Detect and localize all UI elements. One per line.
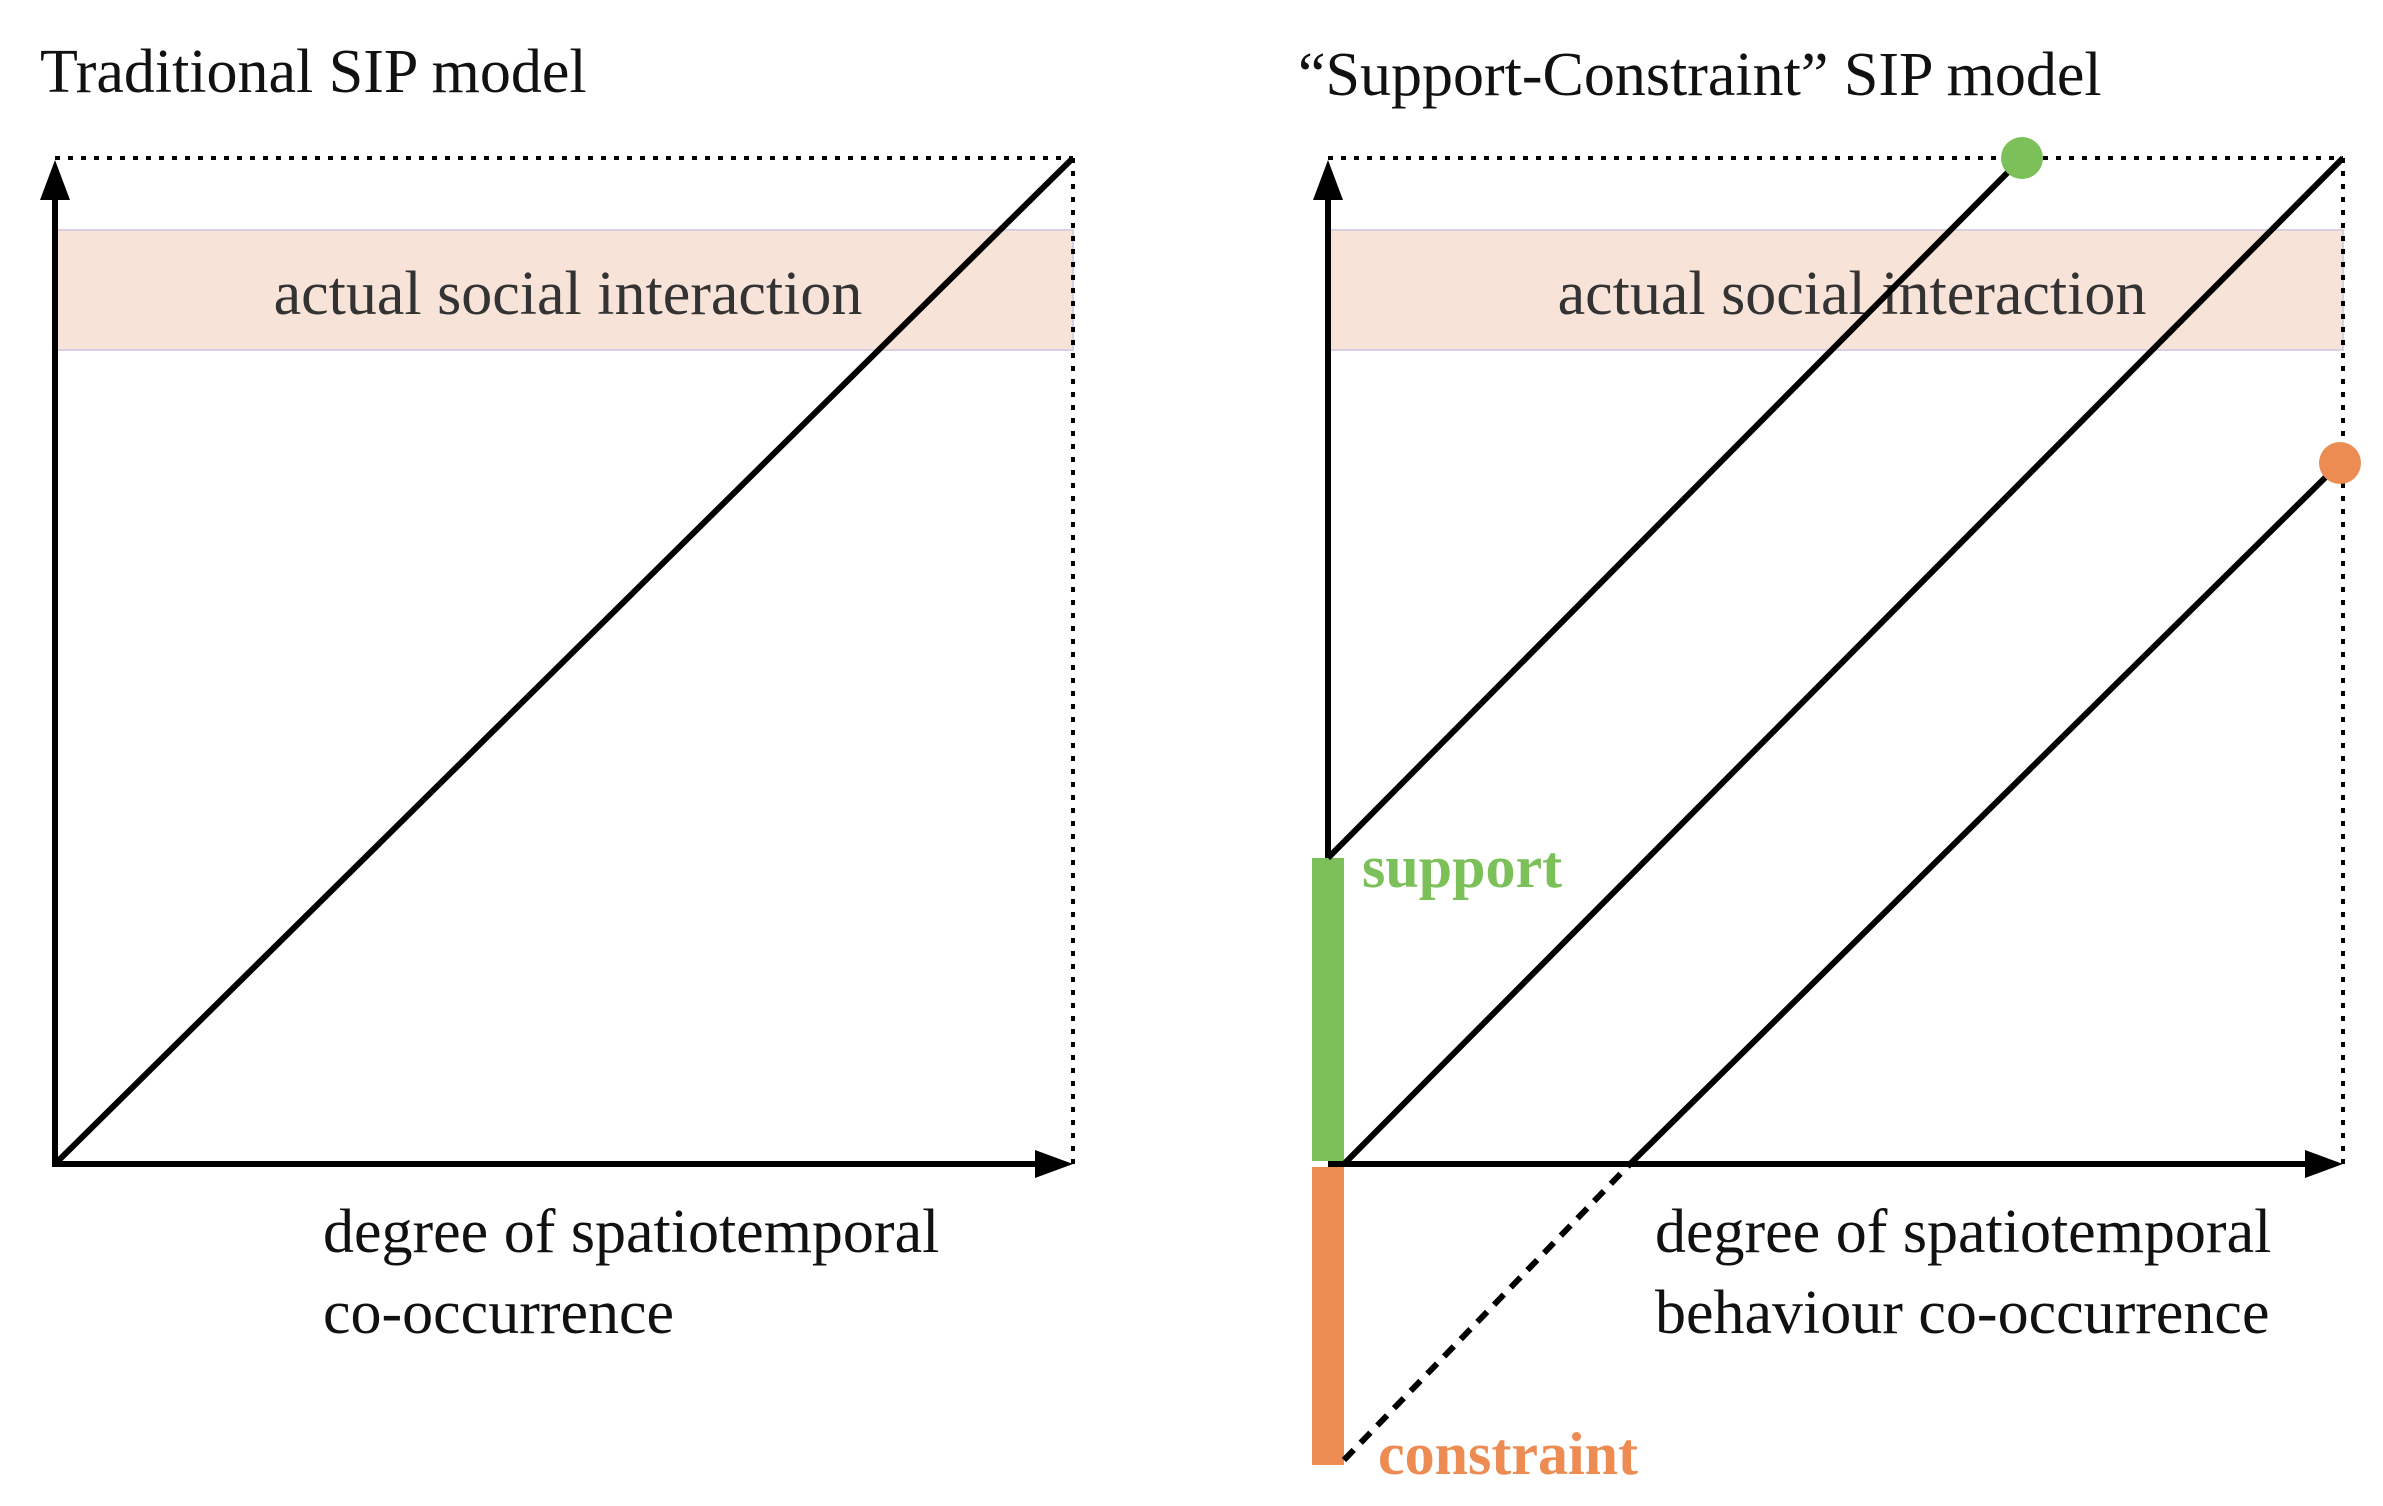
left-interaction-band: [54, 229, 1074, 351]
right-band-label: actual social interaction: [1558, 260, 2147, 328]
right-x-label-line2: behaviour co-occurrence: [1655, 1279, 2269, 1347]
constraint-label: constraint: [1378, 1421, 1638, 1487]
left-x-label-line1: degree of spatiotemporal: [323, 1198, 939, 1266]
left-y-axis-arrow-icon: [40, 160, 70, 200]
right-x-label-line1: degree of spatiotemporal: [1655, 1198, 2271, 1266]
support-label: support: [1362, 834, 1562, 900]
constraint-diagonal-dashed-extension: [1341, 1161, 1633, 1463]
left-band-label: actual social interaction: [274, 260, 863, 328]
middle-diagonal-line: [1341, 155, 2346, 1167]
support-endpoint-dot: [2001, 137, 2043, 179]
right-panel: “Support-Constraint” SIP model actual so…: [1298, 41, 2361, 1487]
right-panel-title: “Support-Constraint” SIP model: [1298, 41, 2102, 109]
constraint-diagonal-line: [1627, 460, 2343, 1167]
support-diagonal-line: [1325, 155, 2025, 861]
left-x-label-line2: co-occurrence: [323, 1279, 674, 1347]
support-bar: [1312, 858, 1344, 1161]
left-panel: Traditional SIP model actual social inte…: [40, 38, 1076, 1347]
left-x-axis-arrow-icon: [1035, 1150, 1073, 1178]
left-diagonal-line: [52, 155, 1076, 1167]
left-panel-title: Traditional SIP model: [40, 38, 587, 106]
right-x-axis-arrow-icon: [2305, 1150, 2343, 1178]
right-y-axis-arrow-icon: [1313, 160, 1343, 200]
constraint-endpoint-dot: [2319, 442, 2361, 484]
constraint-bar: [1312, 1167, 1344, 1465]
